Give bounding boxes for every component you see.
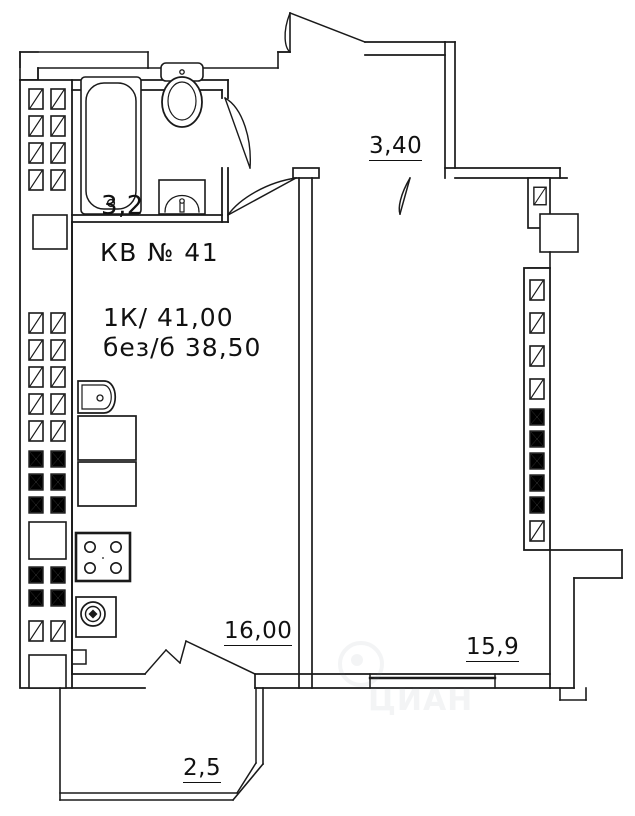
bottom-wall: [71, 673, 551, 689]
total-area-label: 1К/ 41,00: [103, 303, 234, 332]
right-wall-hatch-top: [533, 186, 547, 206]
washbasin: [158, 179, 206, 215]
hall-area-label: 3,40: [369, 133, 423, 161]
left-wall-niche-lower: [28, 521, 67, 560]
left-wall-niche-upper: [32, 214, 68, 250]
washing-machine: [75, 596, 117, 638]
hall-walls: [277, 12, 568, 179]
kitchen-bay-window: [143, 639, 257, 676]
hall-to-room-door: [398, 176, 412, 215]
central-wall-top: [292, 167, 320, 179]
kitchen-sink: [77, 380, 117, 414]
apartment-number-label: КВ № 41: [100, 238, 220, 267]
toilet: [160, 62, 204, 128]
living-area-label: без/б 38,50: [103, 333, 262, 362]
kitchen-door-upper: [226, 176, 298, 217]
kitchen-riser: [71, 649, 87, 665]
kitchen-counter-upper: [77, 415, 137, 461]
living-room-area-label: 15,9: [466, 634, 520, 662]
right-wall-hatch: [529, 278, 545, 543]
cooktop: [74, 531, 132, 583]
left-wall-niche-bottom: [28, 654, 67, 689]
kitchen-area-label: 16,00: [224, 618, 293, 646]
kitchen-counter-lower: [77, 461, 137, 507]
top-outer-wall: [19, 51, 291, 81]
bathroom-area-label: 3,2: [101, 191, 144, 221]
bathtub: [80, 76, 142, 215]
balcony-area-label: 2,5: [183, 755, 222, 783]
right-wall-niche: [539, 213, 579, 253]
bathroom-door: [224, 97, 251, 169]
right-balcony-ledge: [549, 549, 623, 701]
central-dividing-wall: [298, 177, 313, 689]
balcony-outline: [59, 687, 265, 802]
